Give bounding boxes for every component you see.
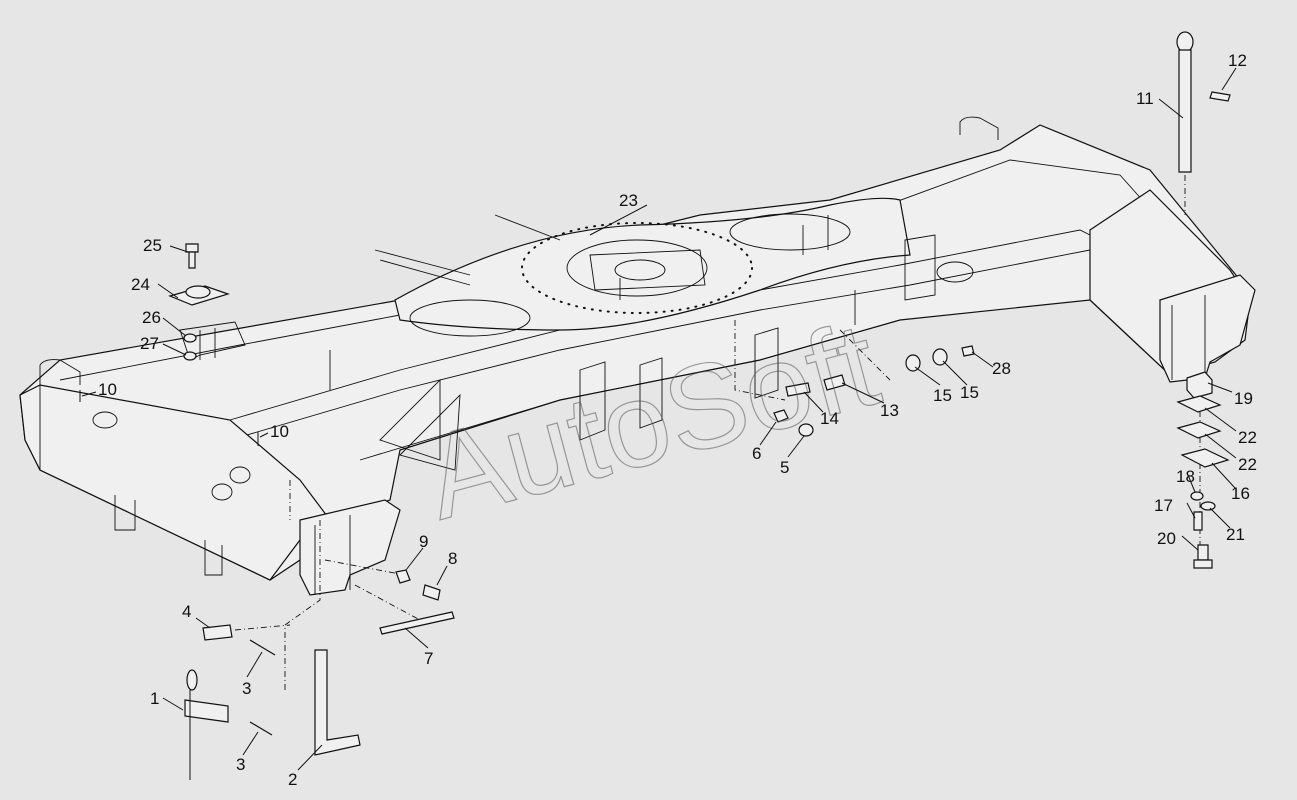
part-20-bolt-head [1193,559,1213,569]
callout-28: 28 [992,359,1011,378]
part-6-nut [773,409,789,423]
part-1-ring [186,669,198,691]
part-4-pin [202,624,233,641]
callout-22-b: 22 [1238,455,1257,474]
part-18-washer [1190,491,1204,501]
callout-3-lower: 3 [236,755,245,774]
callout-12: 12 [1228,51,1247,70]
callout-21: 21 [1226,525,1245,544]
part-22-plate-a [1176,395,1222,413]
callout-2: 2 [288,770,297,789]
callout-5: 5 [780,458,789,477]
part-12-pin [1209,91,1231,102]
callout-8: 8 [448,549,457,568]
part-17-bolt [1193,511,1203,531]
callout-4: 4 [182,602,191,621]
part-8-pin [422,584,441,601]
callout-25: 25 [143,236,162,255]
part-19-block [1186,371,1213,399]
callout-26: 26 [142,308,161,327]
callout-15-b: 15 [960,383,979,402]
callout-16: 16 [1231,484,1250,503]
callout-1: 1 [150,689,159,708]
callout-9: 9 [419,532,428,551]
part-21-washer [1200,501,1216,511]
part-7-rod [379,611,455,635]
callout-10-mid: 10 [270,422,289,441]
callout-17: 17 [1154,496,1173,515]
part-25-bolt-head [185,243,199,253]
part-20-bolt-shank [1197,544,1209,561]
part-26-washer [183,333,197,343]
part-3-bolt-b [249,721,273,736]
callout-13: 13 [880,401,899,420]
part-13-clip [823,374,846,391]
callout-20: 20 [1157,529,1176,548]
part-1-latch [184,699,229,723]
part-15-ring-a [905,354,921,372]
part-22-plate-b [1176,421,1222,439]
callout-14: 14 [820,409,839,428]
callout-19: 19 [1234,389,1253,408]
part-14-bolt [785,382,811,397]
callout-23: 23 [619,191,638,210]
callout-22-a: 22 [1238,428,1257,447]
part-27-washer [183,351,197,361]
callout-7: 7 [424,649,433,668]
callout-18: 18 [1176,467,1195,486]
callout-15-a: 15 [933,386,952,405]
loose-parts [79,31,1231,780]
callout-24: 24 [131,275,150,294]
part-25-bolt-shank [188,251,196,269]
callout-labels: 1 2 3 3 4 5 6 7 8 9 10 10 11 12 13 14 15… [98,51,1257,789]
part-9-nut [395,569,411,584]
part-28-fitting [961,345,975,357]
callout-11: 11 [1136,89,1154,108]
part-2-bracket [314,649,361,756]
main-frame [19,116,1256,690]
part-16-plate [1180,448,1230,468]
part-11-rod [1178,49,1192,173]
callout-3-upper: 3 [242,679,251,698]
callout-27: 27 [140,334,159,353]
callout-10-left: 10 [98,380,117,399]
part-11-ring [1176,31,1194,53]
leader-lines [81,67,1237,771]
part-3-bolt-a [249,639,276,656]
part-5-washer [798,423,814,437]
callout-6: 6 [752,444,761,463]
